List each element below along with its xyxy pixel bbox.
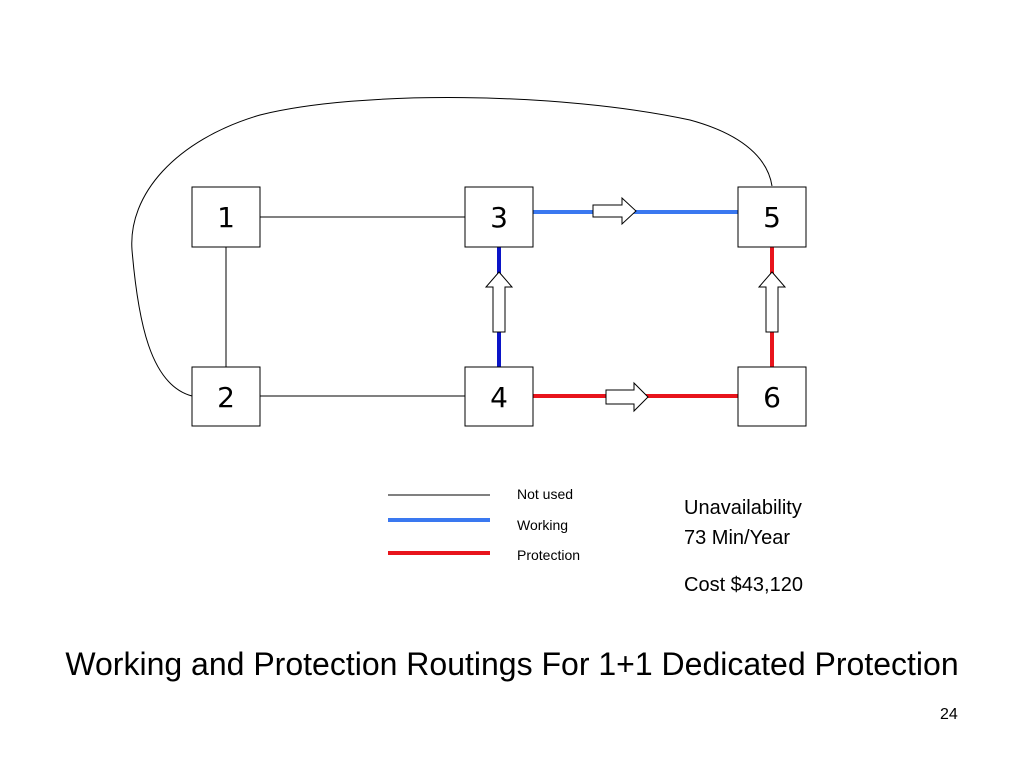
cost-text: Cost $43,120 <box>684 574 803 596</box>
node-3: 3 <box>464 186 534 248</box>
arrow-right-icon <box>605 381 649 413</box>
unavailability-label: Unavailability <box>684 497 802 519</box>
unavailability-value: 73 Min/Year <box>684 527 790 549</box>
node-6: 6 <box>737 366 807 427</box>
node-label: 1 <box>217 201 235 234</box>
node-label: 6 <box>763 381 781 414</box>
page-number: 24 <box>940 706 958 723</box>
legend-label-not-used: Not used <box>517 486 574 502</box>
arrow-up-icon <box>757 271 787 333</box>
node-5: 5 <box>737 186 807 248</box>
arrow-right-icon <box>592 196 637 226</box>
legend-label-working: Working <box>517 517 569 533</box>
node-label: 2 <box>217 381 235 414</box>
node-label: 3 <box>490 201 508 234</box>
node-1: 1 <box>191 186 261 248</box>
legend-label-protection: Protection <box>517 547 581 563</box>
node-label: 4 <box>490 381 508 414</box>
node-label: 5 <box>763 201 781 234</box>
link-2-5-curve <box>131 97 773 397</box>
node-4: 4 <box>464 366 534 427</box>
slide-title: Working and Protection Routings For 1+1 … <box>65 646 959 682</box>
node-2: 2 <box>191 366 261 427</box>
arrow-up-icon <box>484 271 514 333</box>
